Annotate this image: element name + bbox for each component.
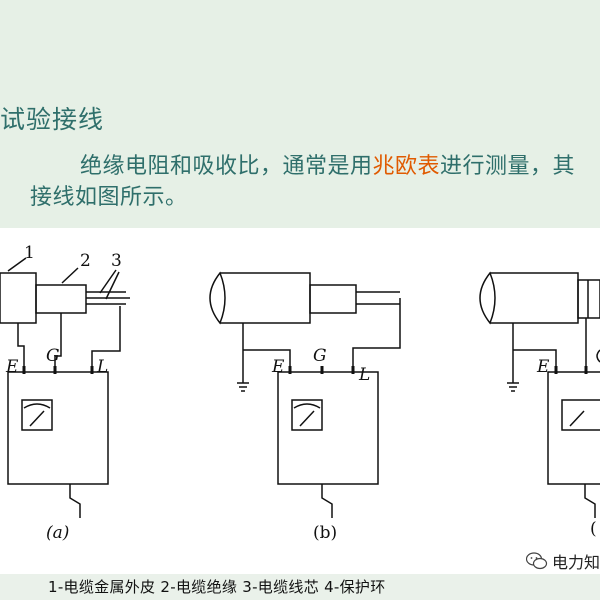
- megger-dial-arc-b: [293, 403, 321, 409]
- subfigure-label-c: (: [590, 519, 597, 539]
- cable-sheath-b: [220, 272, 311, 324]
- intro-paragraph: 绝缘电阻和吸收比，通常是用兆欧表进行测量，其接线如图所示。: [30, 151, 595, 213]
- cable-cut-b: [209, 271, 226, 325]
- section-heading: 试验接线: [0, 105, 105, 134]
- megger-dial-b: [291, 399, 323, 431]
- legend-caption: 1-电缆金属外皮 2-电缆绝缘 3-电缆线芯 4-保护环: [48, 578, 386, 596]
- cable-cut-c: [479, 271, 496, 325]
- megger-b: [277, 366, 379, 518]
- megger-dial-arc-a: [23, 403, 51, 409]
- wires-c: [507, 318, 600, 392]
- leader-3b: [105, 271, 120, 300]
- terminal-l-a: L: [96, 357, 108, 377]
- subfigure-label-b: (b): [313, 523, 337, 543]
- paragraph-text-before: 绝缘电阻和吸收比，通常是用: [80, 154, 373, 179]
- diagram-c: [479, 271, 600, 518]
- megger-c: [547, 366, 600, 518]
- cable-insulation-b: [309, 284, 357, 314]
- megger-crank-a: [69, 484, 81, 518]
- megger-a: [7, 366, 109, 518]
- wechat-icon: [525, 552, 548, 570]
- wire-e-c: [513, 349, 557, 366]
- callout-2: 2: [80, 251, 91, 271]
- megger-body-c: [547, 371, 600, 485]
- terminal-g-b: G: [313, 346, 327, 366]
- terminal-e-a: E: [5, 357, 19, 377]
- megger-body-a: [7, 371, 109, 485]
- megger-highlight: 兆欧表: [372, 154, 441, 179]
- megger-crank-b: [321, 484, 333, 518]
- callout-1: 1: [24, 243, 35, 263]
- terminal-g-a: G: [46, 346, 60, 366]
- cable-c: [479, 271, 600, 325]
- callout-3: 3: [111, 251, 122, 271]
- wire-l-a: [91, 306, 121, 366]
- leader-1: [7, 257, 27, 272]
- terminal-e-c: E: [536, 357, 550, 377]
- cable-a: [0, 257, 130, 324]
- terminal-e-b: E: [271, 357, 285, 377]
- caption-bar: 1-电缆金属外皮 2-电缆绝缘 3-电缆线芯 4-保护环: [0, 574, 600, 600]
- watermark: 电力知: [525, 548, 600, 574]
- diagram-a: [0, 257, 130, 518]
- wiring-diagram: 1 2 3 E G L E G L E (a) (b) (: [0, 243, 600, 543]
- watermark-text: 电力知: [551, 553, 600, 572]
- wires-a: [17, 306, 121, 366]
- paragraph-text-after: 进行测量，其接线如图所示。: [30, 154, 576, 210]
- cable-sheath-c: [490, 272, 579, 324]
- leader-3a: [99, 269, 117, 294]
- cable-insulation-a: [35, 284, 87, 314]
- megger-needle-b: [299, 410, 315, 427]
- wire-l-b: [352, 298, 401, 366]
- megger-dial-a: [21, 399, 53, 431]
- megger-crank-c: [584, 484, 596, 518]
- megger-body-b: [277, 371, 379, 485]
- wire-l-c: [596, 349, 600, 363]
- cable-b: [209, 271, 400, 325]
- wire-e-a: [17, 323, 25, 366]
- wire-g-a: [54, 313, 62, 366]
- terminal-l-b: L: [358, 365, 370, 385]
- cable-sheath-a: [0, 272, 37, 324]
- wire-e-b: [243, 349, 291, 366]
- wiring-diagram-panel: 1 2 3 E G L E G L E (a) (b) (: [0, 228, 600, 574]
- wires-b: [237, 298, 401, 392]
- megger-needle-c: [569, 410, 585, 427]
- guard-ring-c: [577, 279, 600, 319]
- megger-dial-c: [561, 399, 600, 431]
- megger-needle-a: [29, 410, 45, 427]
- subfigure-label-a: (a): [46, 523, 69, 543]
- leader-2: [61, 267, 79, 284]
- diagram-b: [209, 271, 401, 518]
